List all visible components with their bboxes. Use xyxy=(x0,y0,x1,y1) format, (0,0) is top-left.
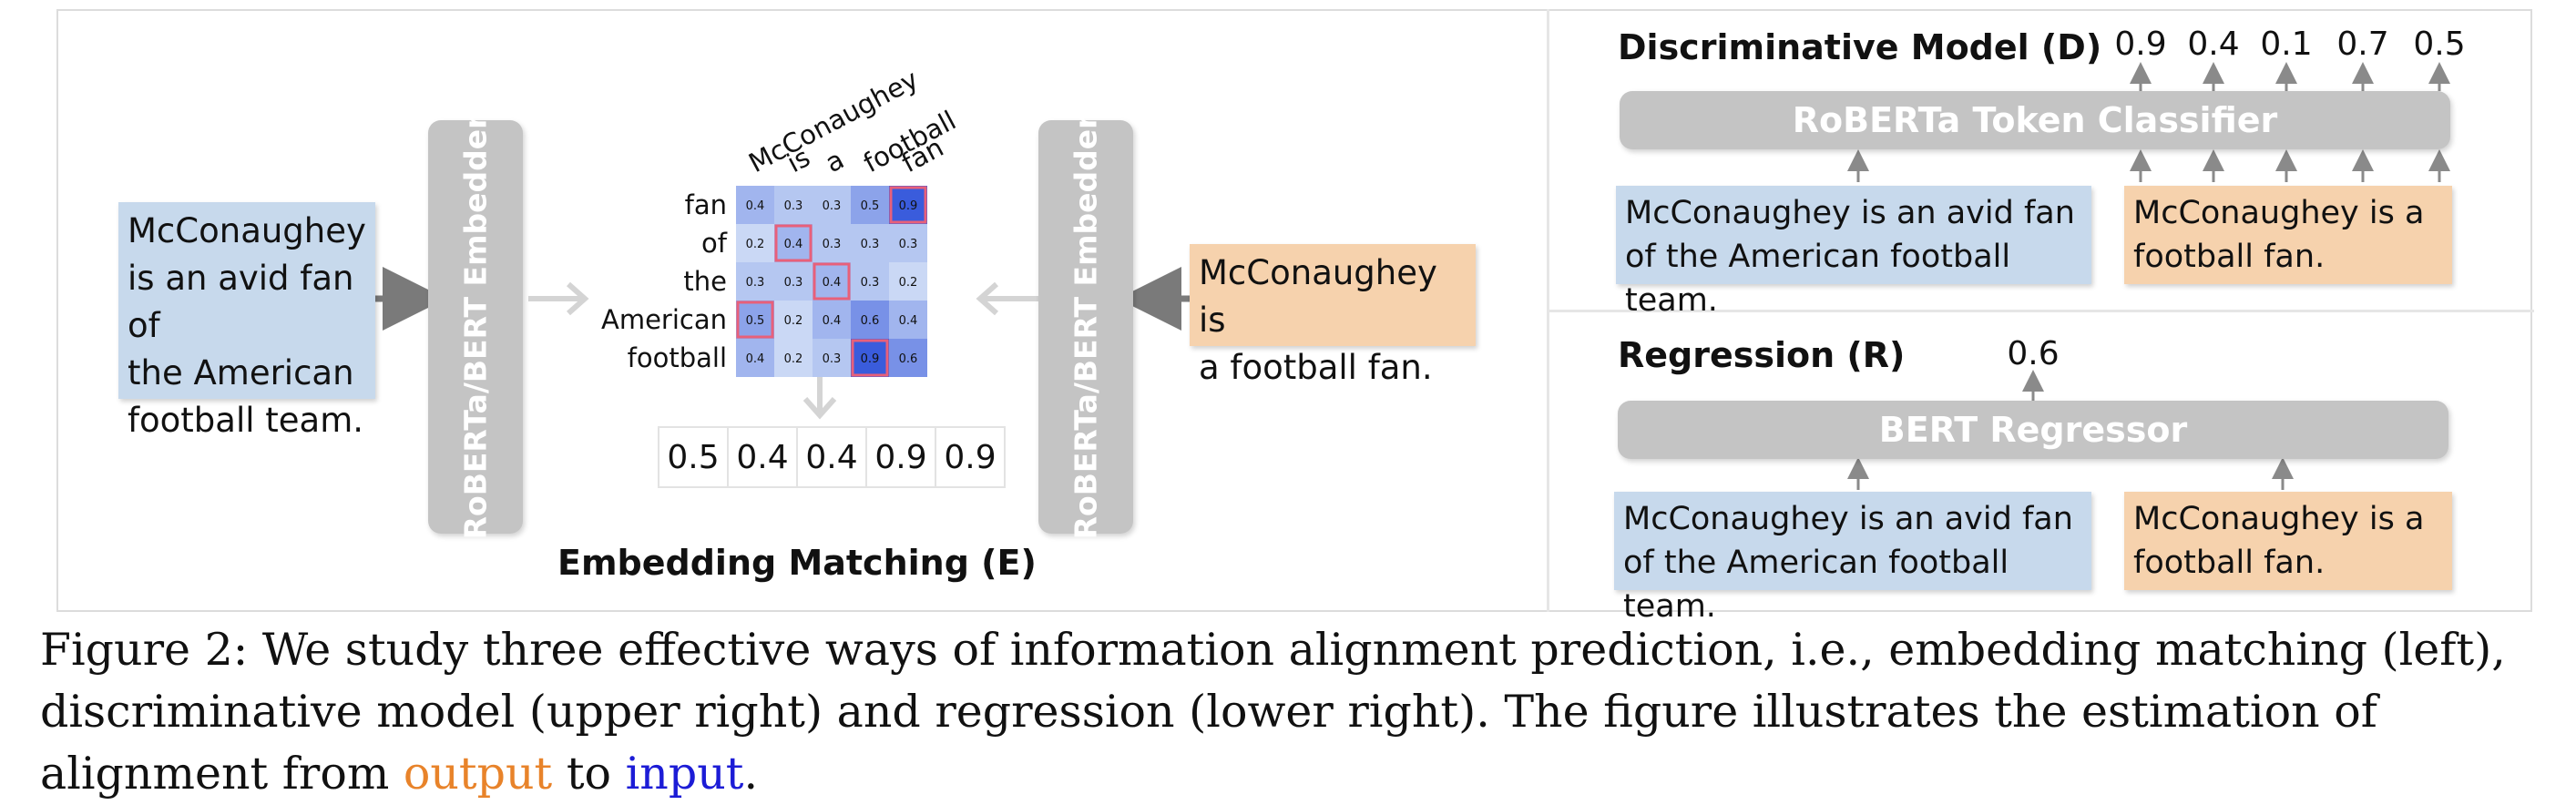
heatmap-cell-value: 0.4 xyxy=(823,276,842,290)
heatmap-cell xyxy=(851,339,889,377)
heatmap-cell xyxy=(774,301,813,339)
r-title: Regression (R) xyxy=(1618,335,1906,375)
heatmap-cell xyxy=(813,224,851,262)
heatmap-cell xyxy=(736,224,774,262)
heatmap-cell xyxy=(736,186,774,224)
result-score-cell: 0.5 xyxy=(659,428,729,486)
r-score: 0.6 xyxy=(2007,335,2060,372)
heatmap-column-label: a xyxy=(820,144,849,178)
result-score-cell: 0.9 xyxy=(944,438,997,476)
d-score: 0.5 xyxy=(2413,25,2466,63)
heatmap-cell-value: 0.3 xyxy=(823,238,842,251)
heatmap-cell xyxy=(774,262,813,301)
d-title: Discriminative Model (D) xyxy=(1618,27,2102,67)
em-title: Embedding Matching (E) xyxy=(557,543,1037,583)
heatmap-cell-value: 0.4 xyxy=(746,352,765,366)
em-left-embedder: RoBERTa/BERT Embedder xyxy=(428,115,523,539)
horizontal-divider xyxy=(1549,310,2534,312)
caption-end: . xyxy=(743,748,759,800)
heatmap-cell xyxy=(851,301,889,339)
heatmap-cell xyxy=(813,339,851,377)
heatmap-cell-value: 0.9 xyxy=(899,199,918,213)
heatmap-cell-value: 0.5 xyxy=(746,314,765,328)
heatmap-cell xyxy=(889,224,927,262)
heatmap-cell xyxy=(889,339,927,377)
r-input-text: McConaughey is an avid fan of the Americ… xyxy=(1614,492,2091,625)
heatmap-cell xyxy=(774,224,813,262)
heatmap-cell-value: 0.6 xyxy=(899,352,918,366)
d-classifier-bar: RoBERTa Token Classifier xyxy=(1620,91,2450,149)
heatmap-cell-value: 0.2 xyxy=(784,314,803,328)
heatmap-row-label: American xyxy=(601,304,727,335)
heatmap-cell xyxy=(736,262,774,301)
figure-caption: Figure 2: We study three effective ways … xyxy=(40,619,2554,805)
vertical-divider xyxy=(1547,9,1549,612)
heatmap-cell-value: 0.6 xyxy=(861,314,880,328)
arrow-right-embedder-to-heatmap xyxy=(976,281,1038,316)
heatmap-cell xyxy=(736,339,774,377)
r-output-text: McConaughey is a football fan. xyxy=(2124,492,2452,590)
heatmap-cell-value: 0.4 xyxy=(899,314,918,328)
heatmap-cell-value: 0.2 xyxy=(899,276,918,290)
heatmap-cell-value: 0.3 xyxy=(784,276,803,290)
d-output-text: McConaughey is a football fan. xyxy=(2124,186,2452,284)
result-score-cell: 0.4 xyxy=(729,428,798,486)
heatmap-cell xyxy=(851,186,889,224)
heatmap-cell-value: 0.3 xyxy=(823,199,842,213)
heatmap-cell-value: 0.3 xyxy=(899,238,918,251)
heatmap-row-label: football xyxy=(628,342,727,373)
heatmap-cell-value: 0.3 xyxy=(746,276,765,290)
heatmap-cell-value: 0.3 xyxy=(784,199,803,213)
heatmap-cell xyxy=(851,224,889,262)
heatmap-cell-value: 0.3 xyxy=(861,276,880,290)
heatmap-cell xyxy=(889,262,927,301)
heatmap-highlight xyxy=(889,186,927,224)
result-score-cell: 0.4 xyxy=(798,428,867,486)
result-score-cell: 0.9 xyxy=(867,428,936,486)
heatmap-row-label: of xyxy=(701,228,728,259)
em-right-embedder: RoBERTa/BERT Embedder xyxy=(1038,115,1133,539)
heatmap-row-label: the xyxy=(683,266,727,297)
d-score: 0.9 xyxy=(2114,25,2167,63)
caption-output-word: output xyxy=(403,748,553,800)
heatmap-cell xyxy=(889,301,927,339)
heatmap-highlight xyxy=(774,224,813,262)
heatmap-cell xyxy=(774,339,813,377)
heatmap-row-label: fan xyxy=(685,189,727,220)
heatmap-cell-value: 0.4 xyxy=(823,314,842,328)
heatmap-highlight xyxy=(851,339,889,377)
caption-input-word: input xyxy=(625,748,744,800)
heatmap-highlight xyxy=(813,262,851,301)
em-output-text: McConaughey is a football fan. xyxy=(1190,244,1476,387)
heatmap-cell-value: 0.5 xyxy=(861,199,880,213)
d-score: 0.1 xyxy=(2260,25,2313,63)
d-input-text: McConaughey is an avid fan of the Americ… xyxy=(1616,186,2091,319)
heatmap-cell xyxy=(813,186,851,224)
heatmap-cell xyxy=(774,186,813,224)
em-input-text: McConaughey is an avid fan of the Americ… xyxy=(118,202,375,440)
heatmap-cell xyxy=(851,262,889,301)
heatmap-cell xyxy=(813,301,851,339)
heatmap-cell xyxy=(889,186,927,224)
arrow-embedder-to-heatmap xyxy=(528,281,589,316)
heatmap-cell xyxy=(813,262,851,301)
caption-middle: to xyxy=(552,748,626,800)
r-regressor-bar: BERT Regressor xyxy=(1618,401,2448,459)
caption-figure-label: Figure 2: xyxy=(40,624,249,676)
heatmap-cell xyxy=(736,301,774,339)
heatmap-cell-value: 0.9 xyxy=(861,352,880,366)
heatmap-cell-value: 0.4 xyxy=(784,238,803,251)
arrows-layer xyxy=(375,62,2450,490)
heatmap-cell-value: 0.3 xyxy=(823,352,842,366)
d-score: 0.4 xyxy=(2187,25,2240,63)
heatmap-cell-value: 0.2 xyxy=(746,238,765,251)
heatmap-cell-value: 0.2 xyxy=(784,352,803,366)
similarity-heatmap: 0.4 0.3 0.3 0.5 0.9 0.2 0.4 0.3 0.3 0.3 0.3 0.3 0.4 0… xyxy=(601,64,961,377)
d-score: 0.7 xyxy=(2336,25,2389,63)
heatmap-cell-value: 0.4 xyxy=(746,199,765,213)
heatmap-cell-value: 0.3 xyxy=(861,238,880,251)
heatmap-highlight xyxy=(736,301,774,339)
